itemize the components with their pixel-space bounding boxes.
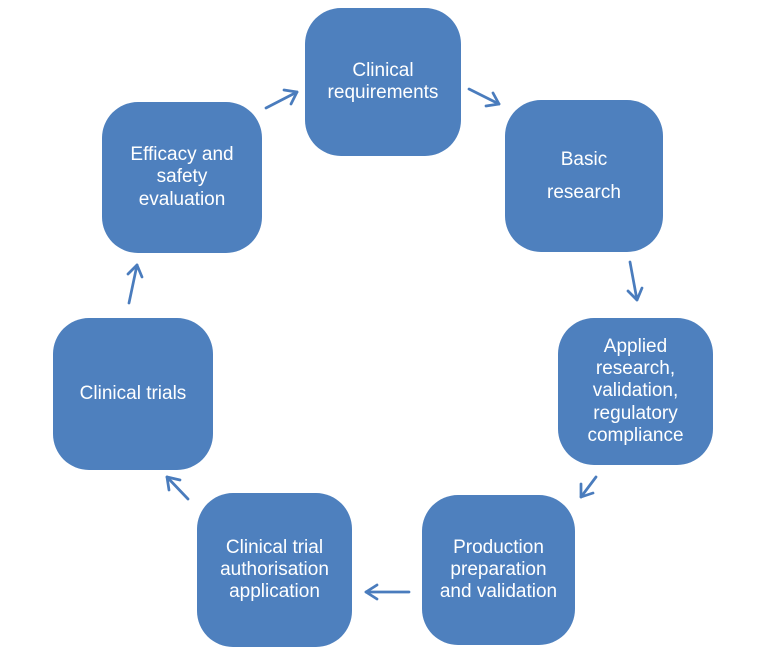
node-authorisation-application-label: Clinical trial authorisation application: [220, 536, 329, 603]
node-production-preparation-and-validation: Production preparation and validation: [422, 495, 575, 645]
node-clinical-trials-label: Clinical trials: [79, 382, 187, 404]
arrow-applied-research-to-production-preparation: [579, 475, 598, 499]
node-clinical-trial-authorisation-application: Clinical trial authorisation application: [197, 493, 352, 647]
arrow-production-preparation-to-authorisation-application: [364, 583, 411, 601]
arrow-clinical-requirements-to-basic-research: [467, 87, 501, 108]
node-efficacy-evaluation-label: Efficacy and safety evaluation: [130, 144, 234, 210]
arrow-clinical-trials-to-efficacy: [126, 263, 144, 305]
node-production-preparation-label: Production preparation and validation: [439, 536, 558, 603]
arrow-efficacy-to-clinical-requirements: [264, 88, 299, 110]
arrow-basic-research-to-applied-research: [626, 260, 644, 302]
arrow-authorisation-application-to-clinical-trials: [165, 475, 190, 501]
node-efficacy-and-safety-evaluation: Efficacy and safety evaluation: [102, 102, 262, 253]
node-basic-research: Basic research: [505, 100, 663, 252]
node-clinical-requirements-label: Clinical requirements: [327, 59, 439, 103]
node-clinical-requirements: Clinical requirements: [305, 8, 461, 156]
node-applied-research-label: Applied research, validation, regulatory…: [587, 336, 684, 446]
node-applied-research-validation-regulatory-compliance: Applied research, validation, regulatory…: [558, 318, 713, 465]
node-clinical-trials: Clinical trials: [53, 318, 213, 470]
node-basic-research-label: Basic research: [547, 148, 621, 203]
